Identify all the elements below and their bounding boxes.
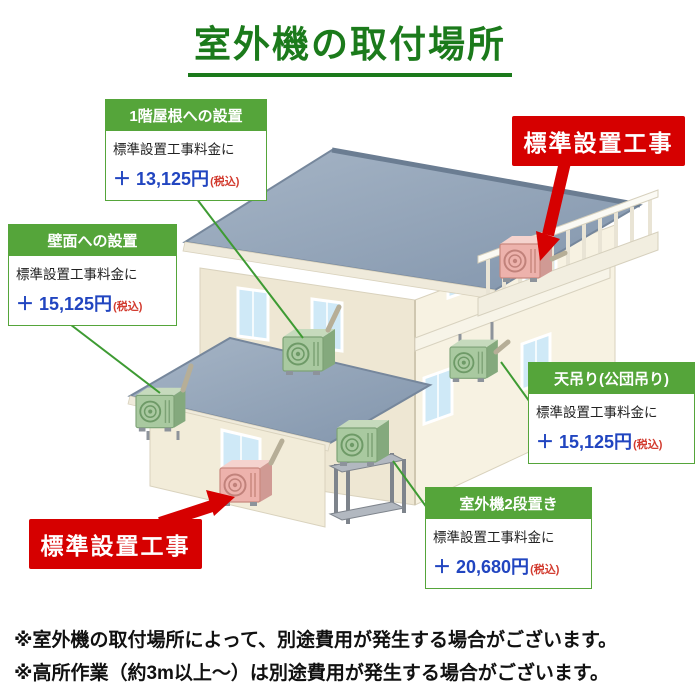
callout-two-tier-text: 標準設置工事料金に <box>433 530 555 545</box>
callout-ceiling-tax: (税込) <box>633 439 663 451</box>
callout-roof1f-price-row: ＋ 13,125円(税込) <box>113 165 259 191</box>
callout-two-tier-tax: (税込) <box>530 564 560 576</box>
footnote-1: ※室外機の取付場所によって、別途費用が発生する場合がございます。 <box>14 630 618 651</box>
callout-wall-body: 標準設置工事料金に ＋ 15,125円(税込) <box>9 256 176 325</box>
callout-roof1f-tax: (税込) <box>210 176 240 188</box>
standard-installation-badge-bottom: 標準設置工事 <box>29 519 202 569</box>
callout-ceiling-body: 標準設置工事料金に ＋ 15,125円(税込) <box>529 394 694 463</box>
callout-two-tier-price-row: ＋ 20,680円(税込) <box>433 553 584 579</box>
arrow-standard-top <box>536 156 572 261</box>
connector-wall <box>57 314 161 394</box>
callout-roof1f-header: 1階屋根への設置 <box>106 100 266 131</box>
standard-installation-badge-top: 標準設置工事 <box>512 116 685 166</box>
connector-two-tier <box>392 460 431 513</box>
callout-wall-price-row: ＋ 15,125円(税込) <box>16 290 169 316</box>
callout-two-tier: 室外機2段置き 標準設置工事料金に ＋ 20,680円(税込) <box>425 487 592 589</box>
ac-unit-wall <box>135 386 187 433</box>
callout-two-tier-price: ＋ 20,680円 <box>433 557 530 577</box>
balcony-floor <box>477 231 659 317</box>
pipes <box>180 250 568 466</box>
ac-unit-ceiling <box>449 338 499 383</box>
footnote-2: ※高所作業（約3m以上～）は別途費用が発生する場合がございます。 <box>14 663 610 684</box>
callout-ceiling-price-row: ＋ 15,125円(税込) <box>536 428 687 454</box>
callout-wall-header: 壁面への設置 <box>9 225 176 256</box>
page-title: 室外機の取付場所 <box>188 14 512 77</box>
callout-roof1f: 1階屋根への設置 標準設置工事料金に ＋ 13,125円(税込) <box>105 99 267 201</box>
callout-roof1f-price: ＋ 13,125円 <box>113 169 210 189</box>
ac-unit-roof1f <box>282 328 336 376</box>
title-wrap: 室外機の取付場所 <box>0 14 700 77</box>
callout-wall-tax: (税込) <box>113 301 143 313</box>
callout-wall-text: 標準設置工事料金に <box>16 267 138 282</box>
callout-wall-price: ＋ 15,125円 <box>16 294 113 314</box>
callout-ceiling: 天吊り(公団吊り) 標準設置工事料金に ＋ 15,125円(税込) <box>528 362 695 464</box>
connector-lines <box>57 189 533 513</box>
callout-two-tier-header: 室外機2段置き <box>426 488 591 519</box>
callout-wall: 壁面への設置 標準設置工事料金に ＋ 15,125円(税込) <box>8 224 177 326</box>
footnotes: ※室外機の取付場所によって、別途費用が発生する場合がございます。 ※高所作業（約… <box>14 624 692 690</box>
callout-two-tier-body: 標準設置工事料金に ＋ 20,680円(税込) <box>426 519 591 588</box>
callout-ceiling-price: ＋ 15,125円 <box>536 432 633 452</box>
connector-roof1f <box>189 189 304 339</box>
callout-ceiling-text: 標準設置工事料金に <box>536 405 658 420</box>
callout-ceiling-header: 天吊り(公団吊り) <box>529 363 694 394</box>
connector-ceiling <box>500 361 533 406</box>
wall-mount-brackets <box>146 431 180 440</box>
callout-roof1f-text: 標準設置工事料金に <box>113 142 235 157</box>
callout-roof1f-body: 標準設置工事料金に ＋ 13,125円(税込) <box>106 131 266 200</box>
ac-unit-stacked <box>336 419 390 467</box>
